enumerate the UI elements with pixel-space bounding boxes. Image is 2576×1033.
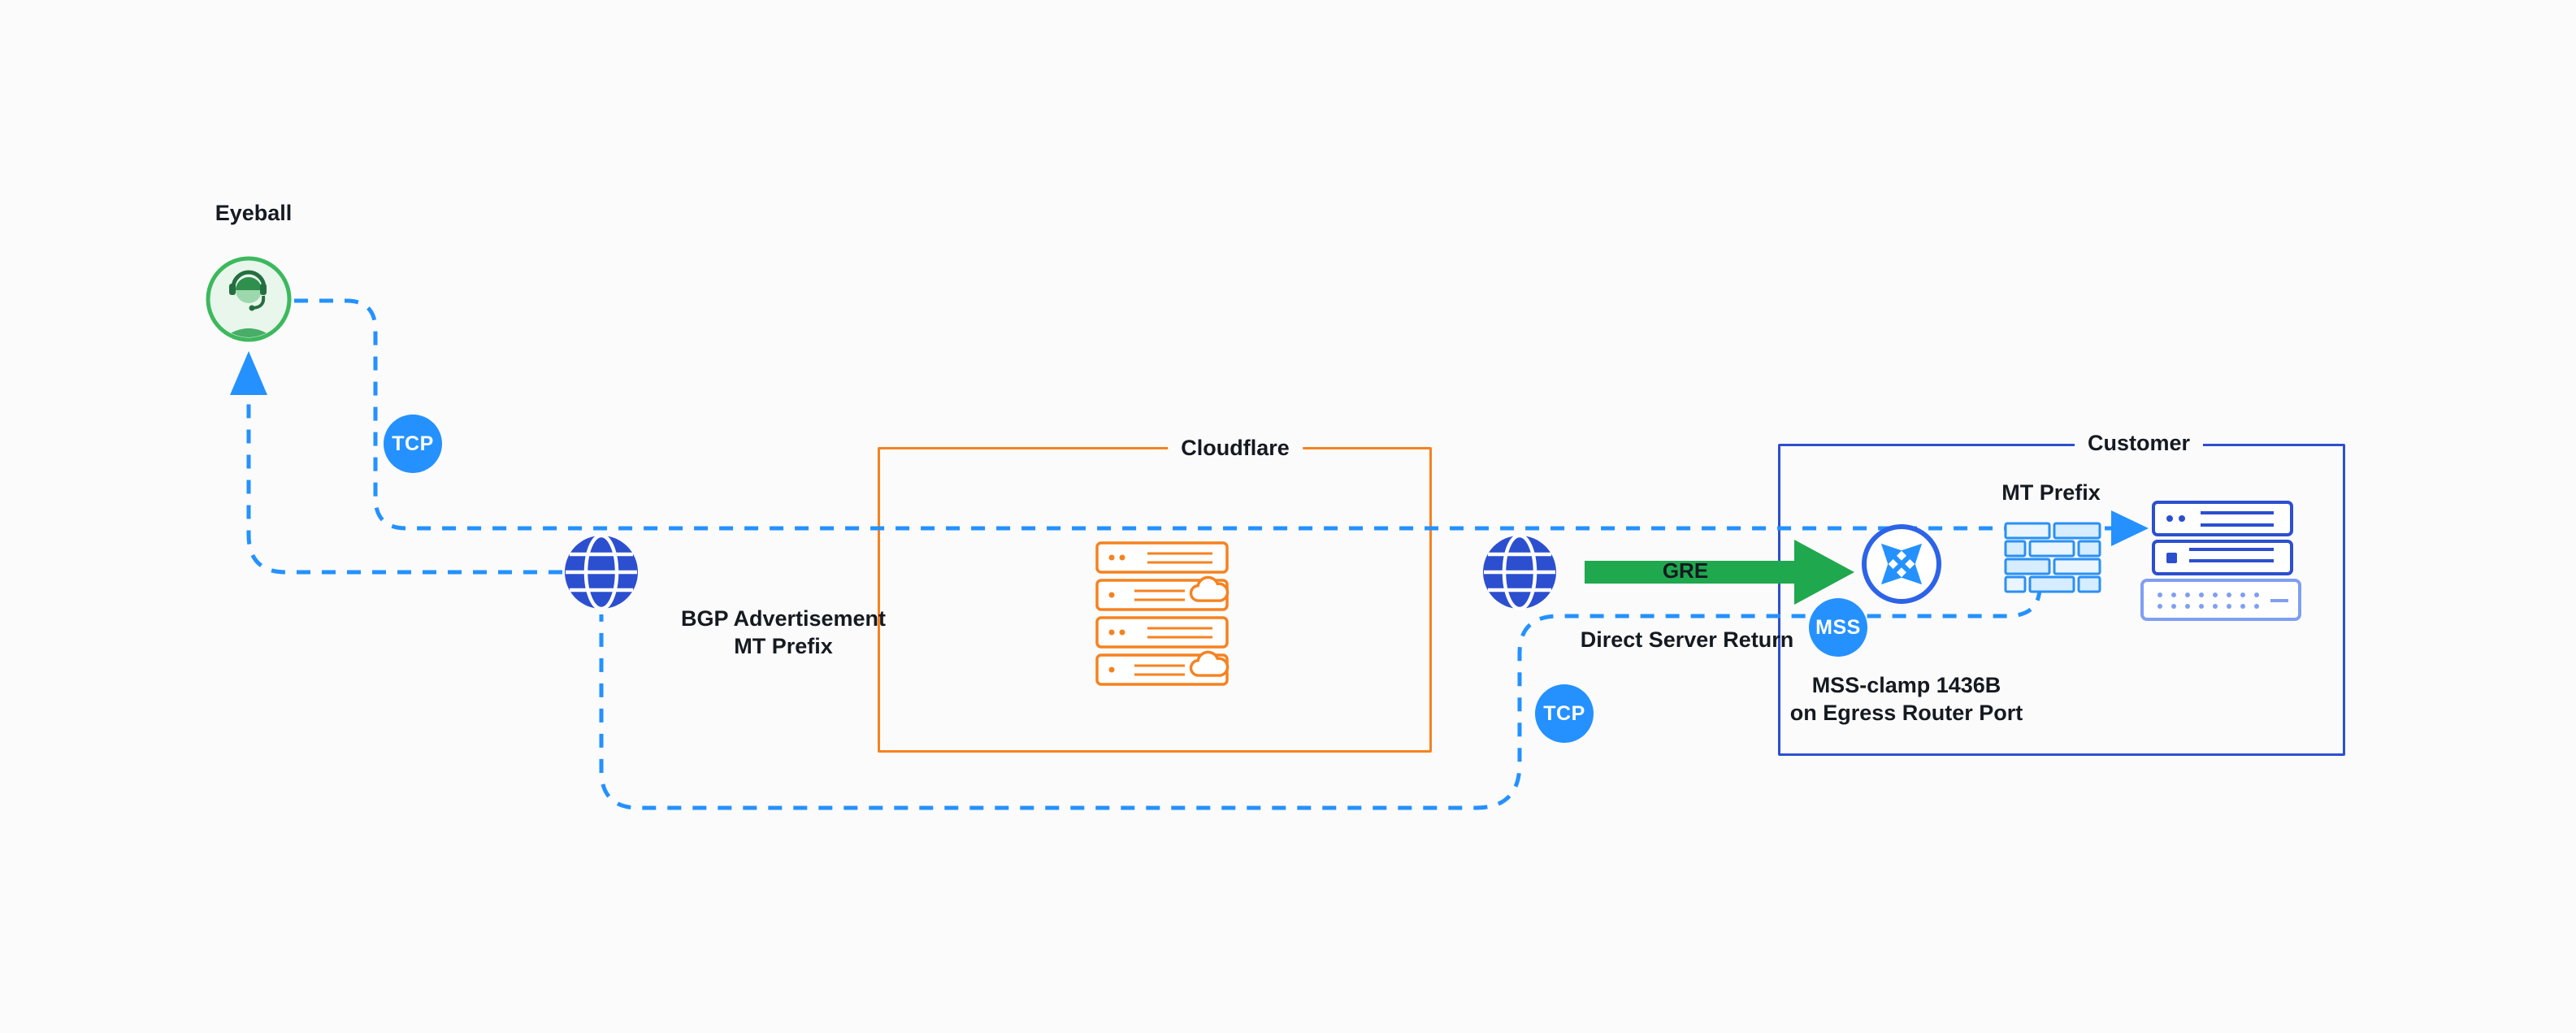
cloudflare-server-stack-icon [1095,541,1229,686]
gre-arrow [1585,540,1854,605]
cloudflare-box-label: Cloudflare [1168,434,1303,462]
person-icon [206,256,292,342]
customer-box [1778,444,2345,756]
mss-clamp-line2: on Egress Router Port [1789,701,2023,725]
globe-right-icon [1483,533,1556,611]
cloudflare-box [878,447,1432,753]
tcp-badge-forward: TCP [384,415,442,473]
tcp-badge-return: TCP [1535,684,1594,743]
direct-server-return-label: Direct Server Return [1580,627,1794,652]
mss-clamp-line1: MSS-clamp 1436B [1811,673,2001,697]
mss-clamp-label: MSS-clamp 1436B on Egress Router Port [1790,671,2023,727]
customer-server-stack-icon [2140,501,2301,621]
mss-badge: MSS [1809,598,1867,657]
globe-left-icon [565,533,638,611]
customer-mt-prefix-label: MT Prefix [2001,480,2101,505]
up-arrowhead [230,351,267,395]
right-arrowhead [2111,510,2149,546]
customer-box-label: Customer [2074,429,2204,457]
eyeball-label: Eyeball [215,201,293,225]
bgp-advertisement-line1: BGP Advertisement [680,606,887,631]
return-path-to-eyeball [246,395,562,575]
router-icon [1862,524,1941,604]
bgp-advertisement-line2: MT Prefix [734,634,833,658]
firewall-icon [2004,522,2101,593]
bgp-advertisement-label: BGP Advertisement MT Prefix [681,605,886,660]
gre-label: GRE [1662,558,1709,583]
forward-path [294,298,2111,531]
